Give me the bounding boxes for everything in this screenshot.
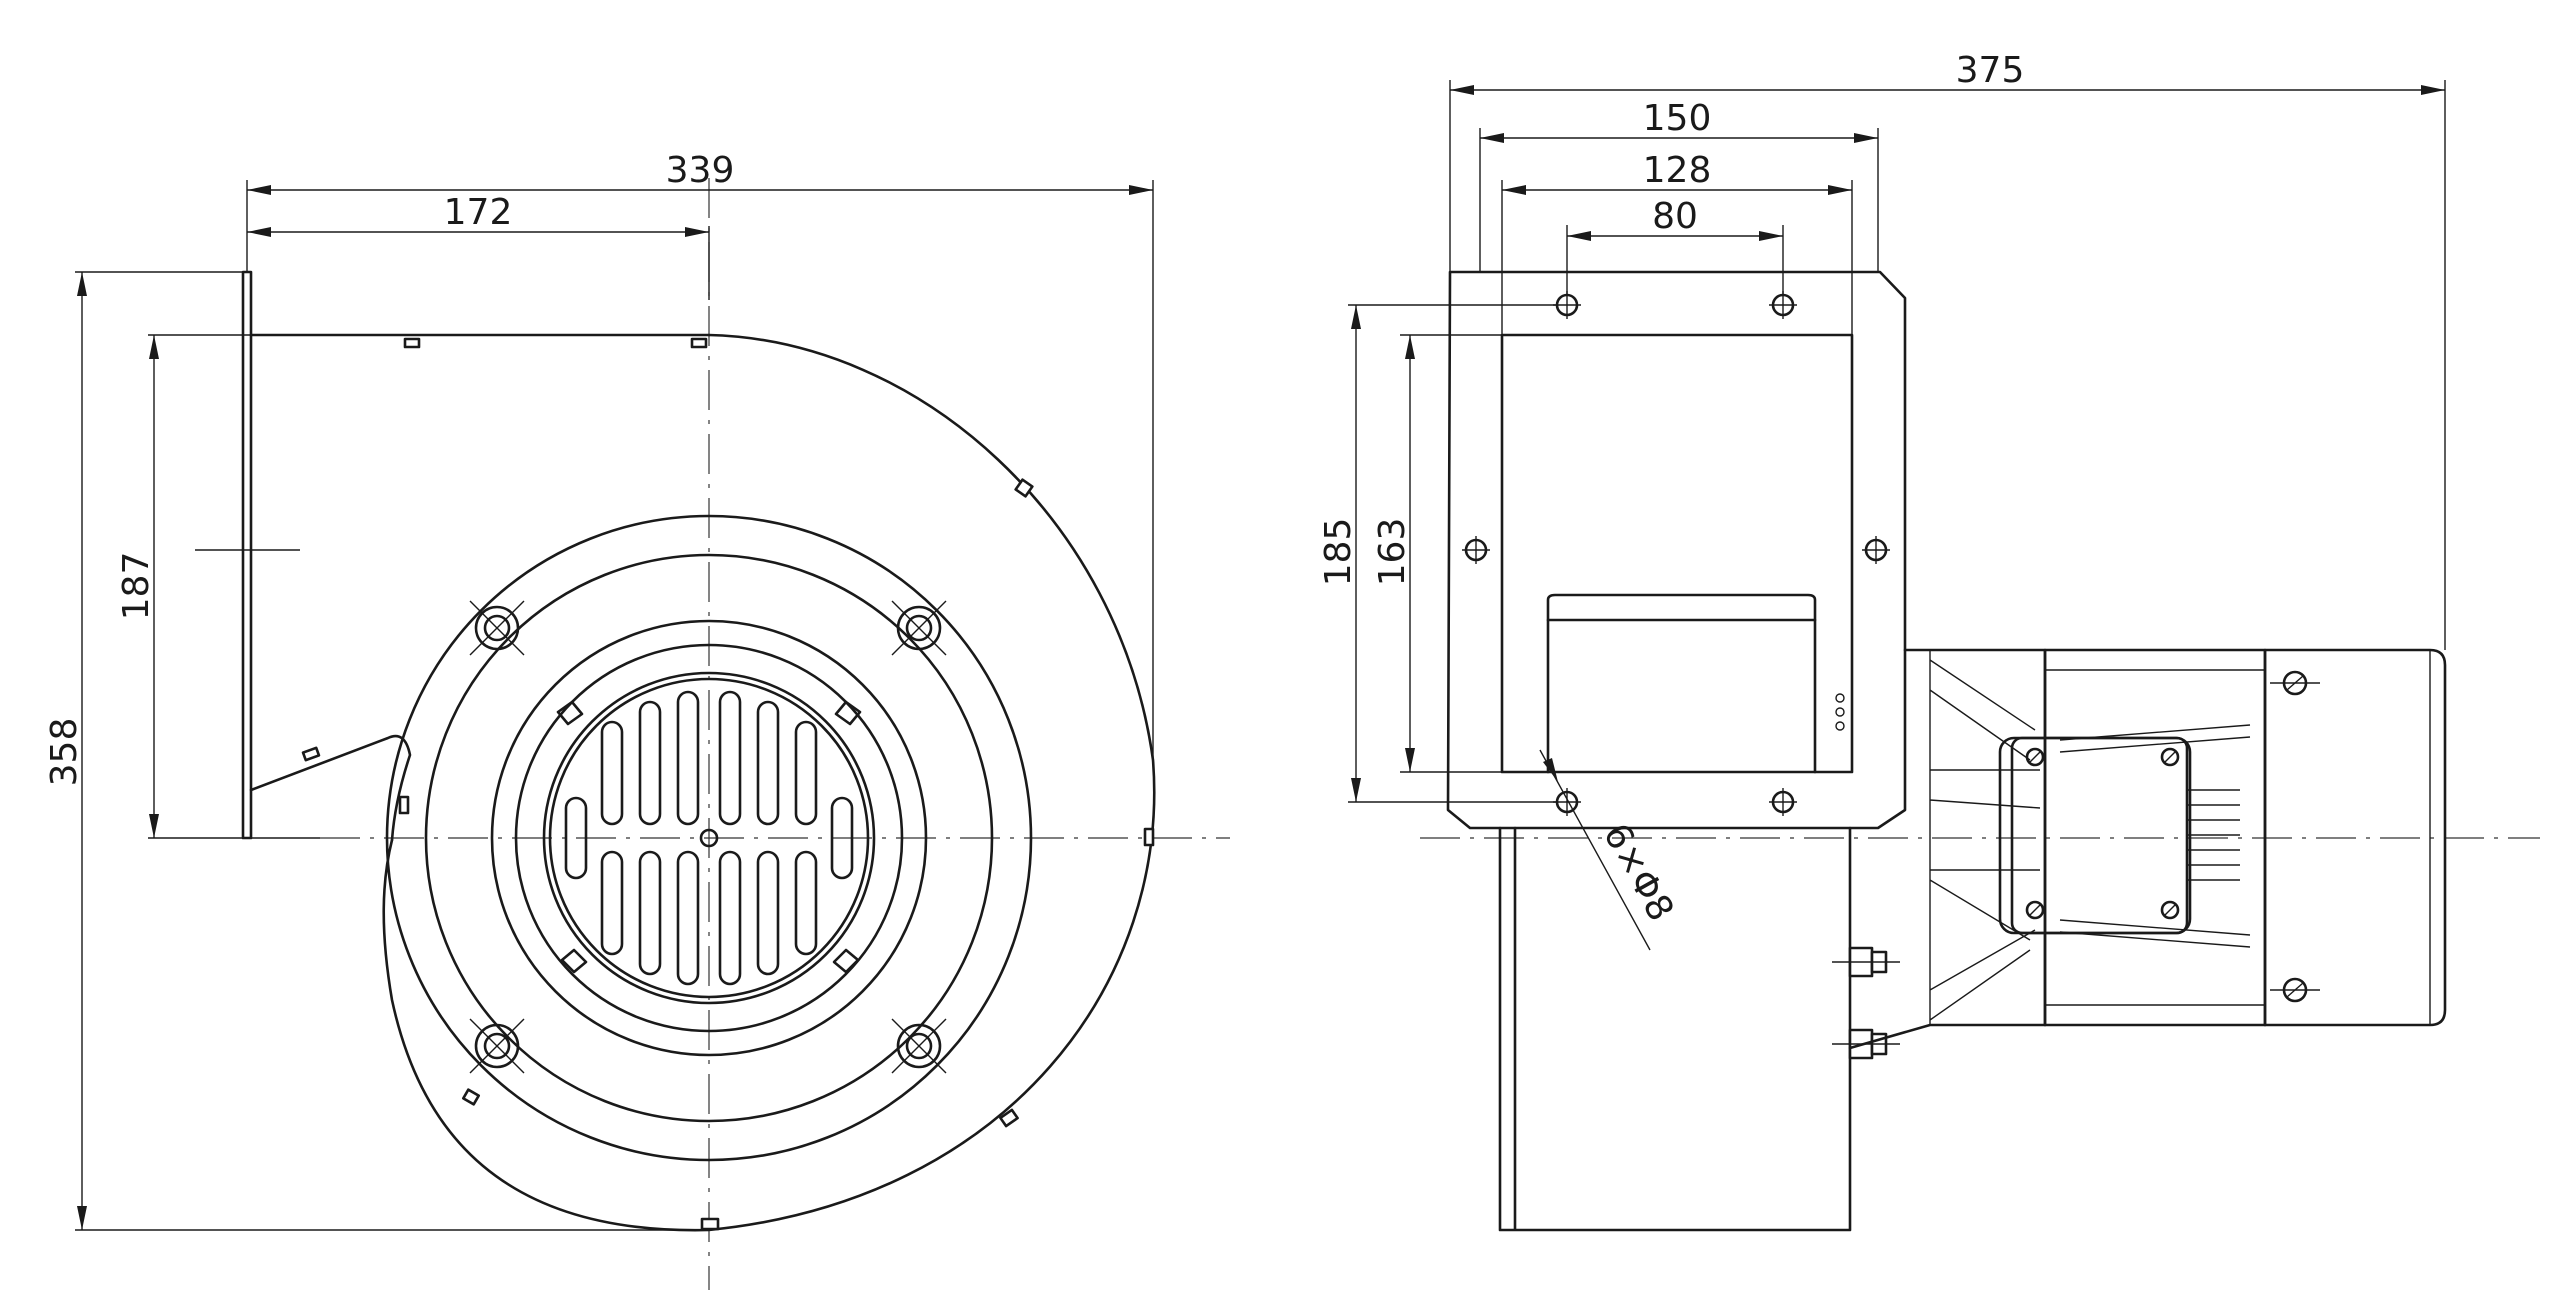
impeller-view <box>1546 593 1817 774</box>
inlet-ring-mid <box>514 643 904 1033</box>
mounting-bolt <box>891 600 947 656</box>
inlet-ring-inner <box>542 671 876 1005</box>
mounting-bolt <box>891 1018 947 1074</box>
dimension-163: 163 <box>1372 335 1415 772</box>
dimension-label: 163 <box>1372 518 1413 587</box>
housing-clip <box>462 1088 480 1106</box>
mount-ribs <box>1929 650 2041 1025</box>
dimension-label: 80 <box>1652 196 1698 237</box>
grille-slot <box>756 850 780 976</box>
grille-slot <box>676 850 700 986</box>
housing-clip <box>1014 478 1034 498</box>
dimension-label: 172 <box>444 192 513 233</box>
mounting-bolt <box>469 600 525 656</box>
scroll-housing <box>382 333 1156 1232</box>
grille-slot <box>756 700 780 826</box>
dimension-187: 187 <box>116 335 159 838</box>
dimension-label: 187 <box>116 552 157 621</box>
dimension-128: 128 <box>1502 150 1852 195</box>
side-bolt <box>1832 946 1900 978</box>
dimension-375: 375 <box>1450 50 2445 95</box>
dimension-150: 150 <box>1480 98 1878 143</box>
outlet-tongue <box>249 734 412 842</box>
side-view: 375 150 128 80 185 <box>1318 50 2540 1232</box>
dimension-80: 80 <box>1567 196 1783 241</box>
inlet-grille-rim <box>548 677 870 999</box>
dimension-339: 339 <box>247 150 1153 195</box>
housing-clip <box>999 1108 1019 1128</box>
outlet-flange <box>241 270 253 840</box>
hole-callout: 6×Φ8 <box>1539 749 1681 951</box>
end-cap-screw <box>2270 977 2320 1003</box>
dimension-label: 339 <box>666 150 735 191</box>
grille-clamp <box>834 700 862 726</box>
dimension-172: 172 <box>247 192 709 237</box>
dimension-358: 358 <box>44 272 87 1230</box>
grille-slot <box>718 850 742 986</box>
motor-end-cap <box>2263 648 2447 1027</box>
dimension-185: 185 <box>1318 305 1361 802</box>
housing-clip <box>1143 827 1155 847</box>
terminal-box-screw <box>2025 900 2045 920</box>
housing-body <box>1498 826 1852 1232</box>
housing-clip <box>690 337 708 349</box>
end-cap-screw <box>2270 670 2320 696</box>
front-view: 339 172 358 187 <box>44 150 1230 1290</box>
grille-slot <box>638 700 662 826</box>
housing-clip <box>403 337 421 349</box>
outlet-opening <box>1500 333 1854 774</box>
terminal-box-screw <box>2025 747 2045 767</box>
inlet-grille-slots <box>564 690 854 986</box>
housing-clip <box>398 795 410 815</box>
grille-slot <box>718 690 742 826</box>
grille-slot <box>600 720 624 826</box>
dimension-label: 358 <box>44 718 85 787</box>
housing-clip <box>700 1217 720 1231</box>
grille-center-hole <box>699 828 719 848</box>
grille-slot <box>794 720 818 826</box>
grille-clamp <box>556 700 584 726</box>
motor-cooling-fins <box>2059 724 2251 948</box>
grille-slot <box>638 850 662 976</box>
dimension-label: 150 <box>1643 98 1712 139</box>
grille-clamp <box>560 948 588 974</box>
grille-clamp <box>832 948 860 974</box>
grille-slot <box>600 850 624 956</box>
grille-slot <box>564 796 588 880</box>
motor-mount-bracket <box>1848 648 2047 1050</box>
grille-slot <box>676 690 700 826</box>
grille-slot <box>830 796 854 880</box>
inlet-ring-outer <box>490 619 928 1057</box>
dimension-label: 185 <box>1318 518 1359 587</box>
grille-slot <box>794 850 818 956</box>
dimension-label: 128 <box>1643 150 1712 191</box>
dimension-label: 375 <box>1956 50 2025 91</box>
side-plate-inner <box>424 553 994 1123</box>
terminal-box-screw <box>2160 747 2180 767</box>
side-plate-outer <box>385 514 1033 1162</box>
terminal-box-screw <box>2160 900 2180 920</box>
terminal-box-bars <box>2187 789 2240 881</box>
mounting-bolt <box>469 1018 525 1074</box>
housing-clip <box>301 746 321 762</box>
outlet-flange-plate <box>1446 270 1907 830</box>
